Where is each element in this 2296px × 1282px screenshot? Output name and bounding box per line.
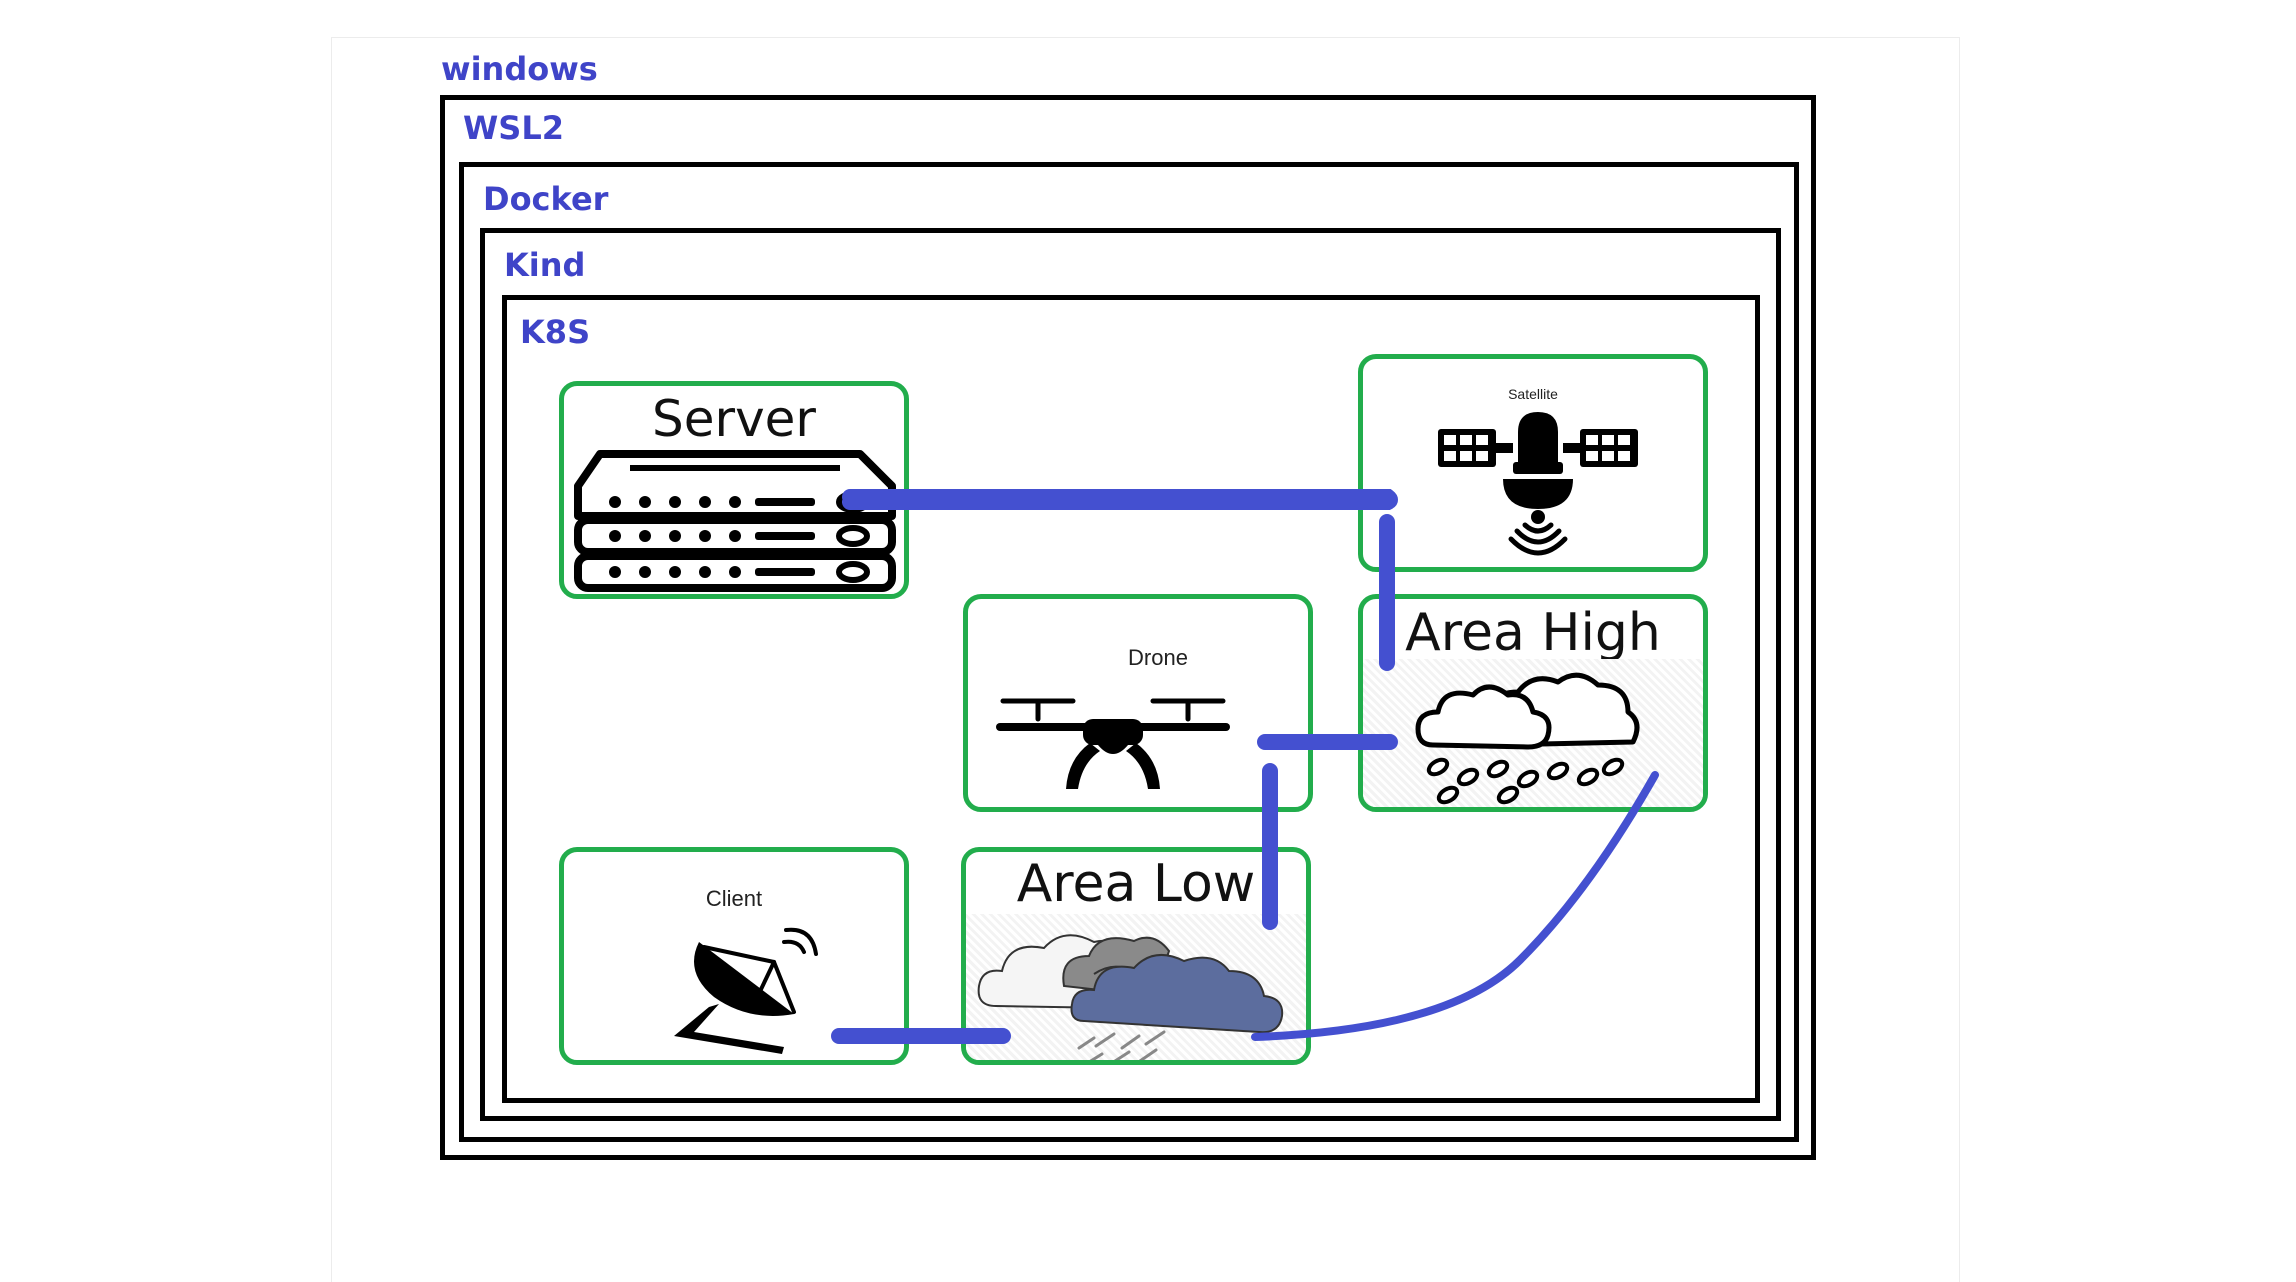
frame-kind [480,228,1781,1121]
node-satellite[interactable]: Satellite [1358,354,1708,572]
satellite-dish-icon [674,927,818,1054]
node-area-low-label: Area Low [1016,854,1256,914]
storm-cloud-icon [977,934,1284,1060]
node-area-low[interactable]: Area Low [961,847,1311,1065]
layer-label-wsl2: WSL2 [463,109,564,147]
node-drone[interactable]: Drone [963,594,1313,812]
node-client-label: Client [705,886,763,911]
layer-label-k8s: K8S [520,313,591,351]
layer-label-windows: windows [441,50,598,88]
node-area-high-label: Area High [1405,603,1661,663]
node-server[interactable]: Server [559,381,909,599]
layer-label-docker: Docker [483,180,609,218]
node-drone-label: Drone [1128,645,1188,670]
satellite-icon [1438,412,1638,556]
node-client[interactable]: Client [559,847,909,1065]
layer-label-kind: Kind [504,246,586,284]
rain-cloud-icon [1415,672,1640,805]
node-server-label: Server [652,390,816,448]
frame-docker [459,162,1799,1142]
frame-wsl2 [440,95,1816,1160]
node-satellite-label: Satellite [1508,386,1558,402]
drone-icon [996,698,1230,789]
frame-k8s [502,295,1760,1103]
server-rack-icon [574,450,896,592]
node-area-high[interactable]: Area High [1358,594,1708,812]
